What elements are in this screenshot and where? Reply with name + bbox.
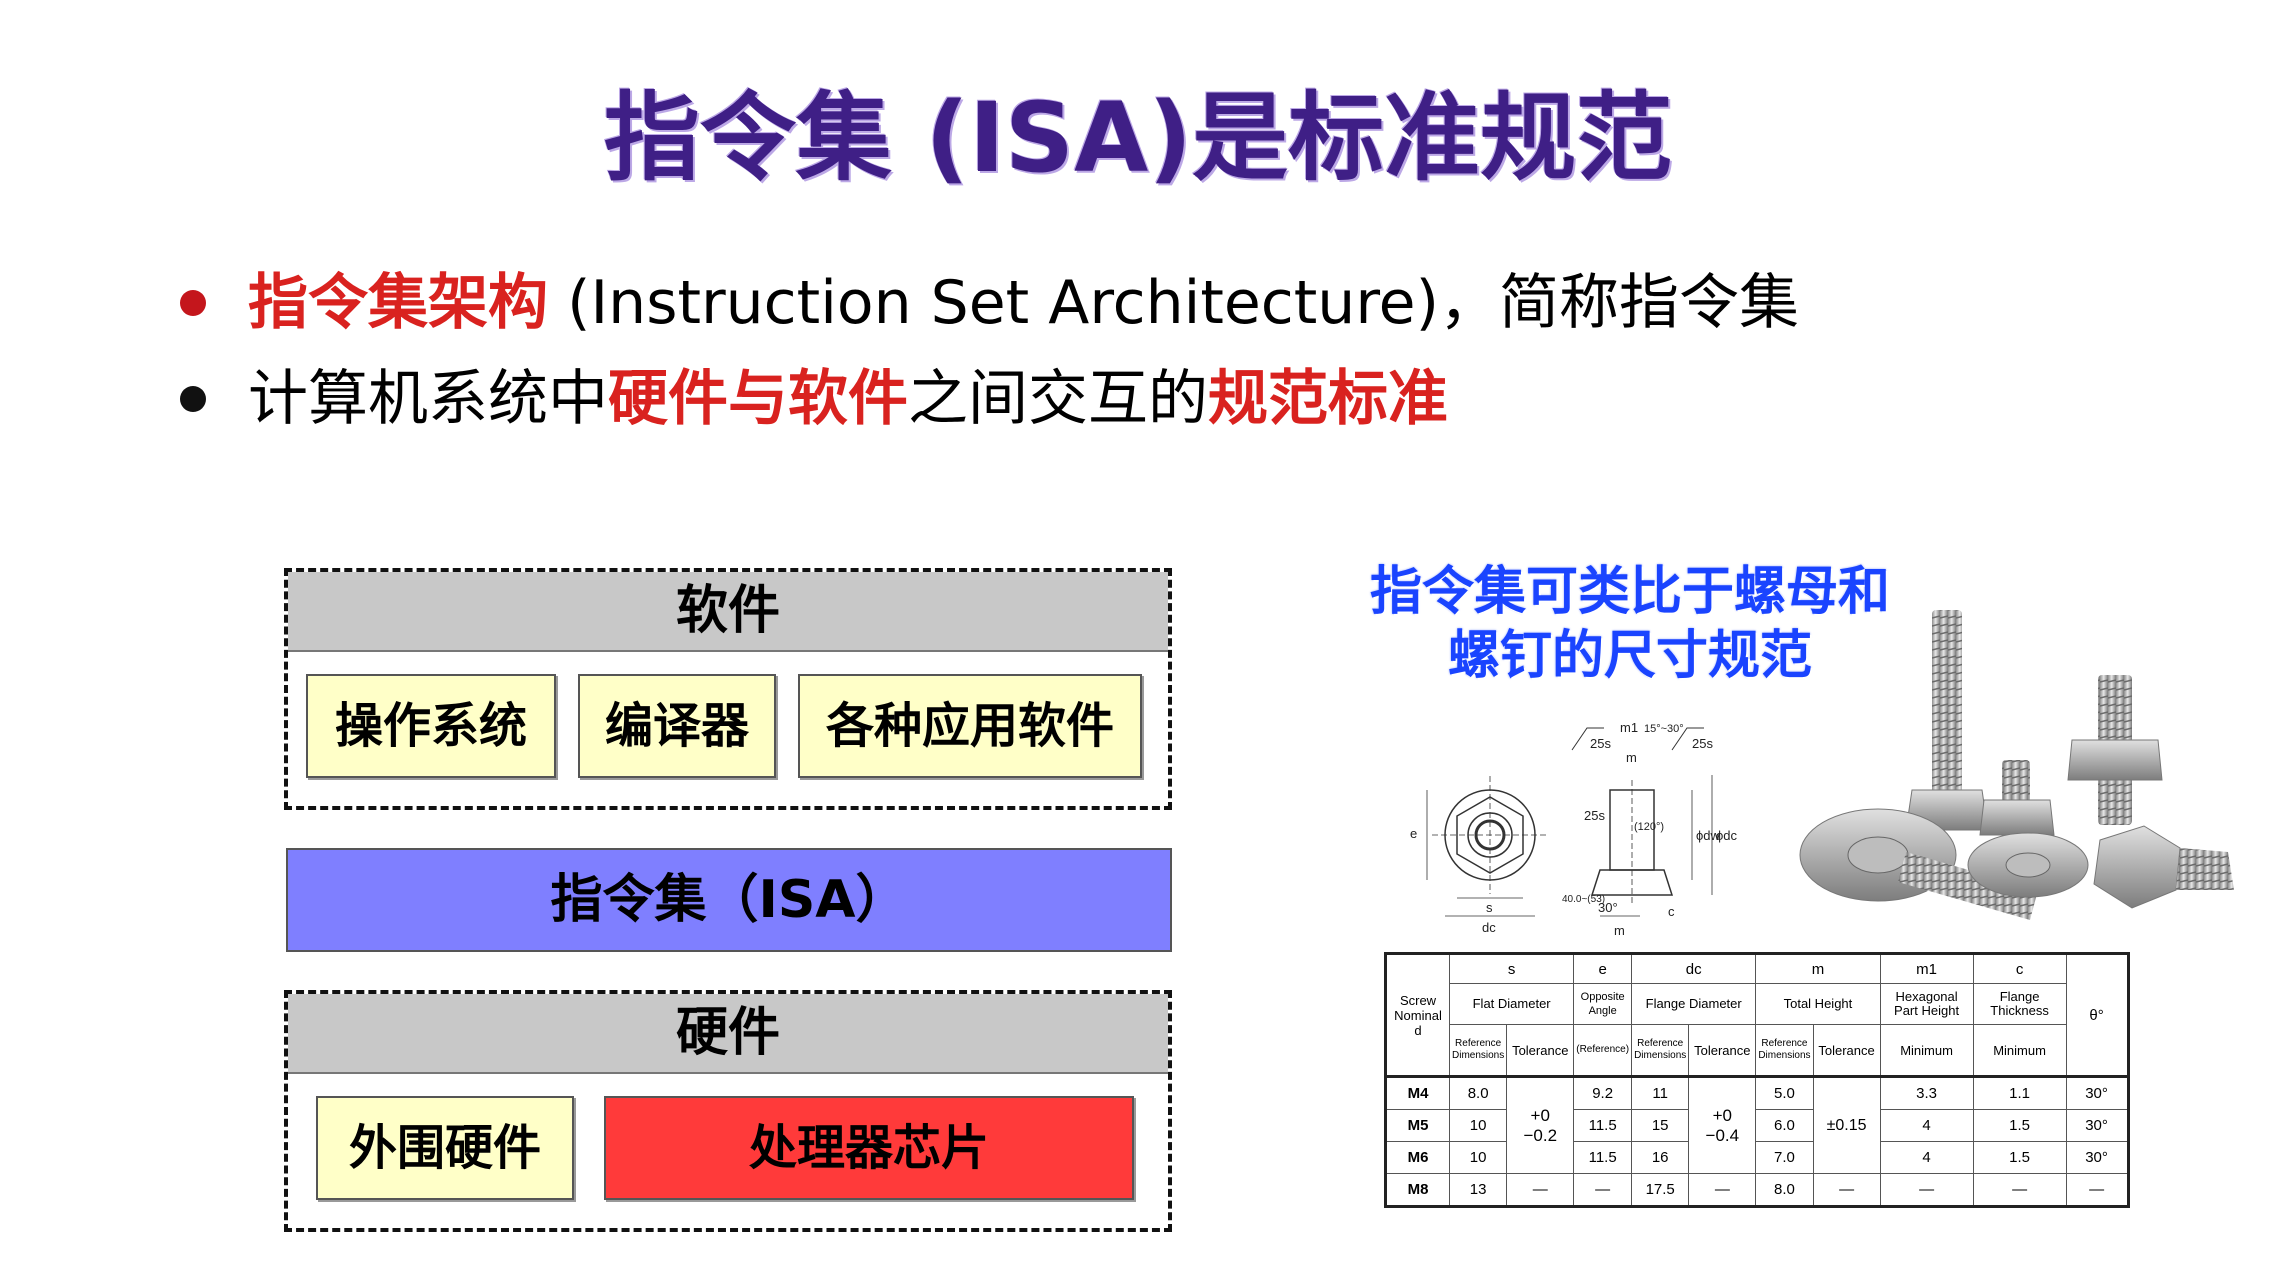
bullet-2-text-a: 计算机系统中 (248, 364, 608, 434)
symbol-c: c (1972, 953, 2067, 984)
analogy-note: 指令集可类比于螺母和 螺钉的尺寸规范 (1340, 560, 1920, 688)
label-chamfer: 40.0~(53) (1562, 894, 1605, 905)
bolt-lying-left (1898, 852, 2038, 920)
label-angle: 15°~30° (1644, 723, 1684, 735)
theta-header: θ° (2065, 953, 2129, 1077)
sub-c-min: Minimum (1972, 1024, 2067, 1077)
sub-s-ref: Reference Dimensions (1448, 1024, 1508, 1077)
desc-total-height: Total Height (1755, 983, 1881, 1025)
desc-hex-part-height: Hexagonal Part Height (1879, 983, 1974, 1025)
washer-center (1967, 832, 2089, 898)
symbol-dc: dc (1631, 953, 1757, 984)
bullet-item-isa-definition: 指令集架构 (Instruction Set Architecture)，简称指… (180, 255, 1799, 351)
applications-box: 各种应用软件 (798, 674, 1142, 778)
peripheral-hardware-box: 外围硬件 (316, 1096, 574, 1200)
desc-opposite-angle: Opposite Angle (1573, 983, 1633, 1025)
desc-flange-thickness: Flange Thickness (1972, 983, 2067, 1025)
black-bullet-icon (180, 386, 206, 412)
bolt-center (1979, 760, 2055, 850)
desc-flat-diameter: Flat Diameter (1448, 983, 1575, 1025)
analogy-note-line-2: 螺钉的尺寸规范 (1447, 626, 1812, 686)
bolt-right (2067, 675, 2163, 825)
slide-title: 指令集 (ISA)是标准规范 (603, 82, 1673, 194)
sub-m-ref: Reference Dimensions (1755, 1024, 1814, 1077)
symbol-e: e (1573, 953, 1633, 984)
sub-m-tol: Tolerance (1812, 1024, 1881, 1077)
bullet-1-text: (Instruction Set Architecture)，简称指令集 (548, 268, 1800, 338)
bullet-2-highlight-a: 硬件与软件 (608, 364, 908, 434)
os-box: 操作系统 (306, 674, 556, 778)
desc-flange-diameter: Flange Diameter (1631, 983, 1757, 1025)
sub-e-ref: (Reference) (1573, 1024, 1633, 1077)
software-layer-title: 软件 (288, 572, 1168, 652)
bullet-item-isa-role: 计算机系统中 硬件与软件 之间交互的 规范标准 (180, 351, 1799, 447)
tol-s-cell: +0−0.2 (1506, 1075, 1575, 1174)
label-m-bottom: m (1614, 923, 1625, 938)
hex-outline (1456, 796, 1524, 874)
tol-m-cell: ±0.15 (1812, 1075, 1881, 1174)
label-dc: dc (1482, 920, 1496, 935)
table-row: M8 13 — — 17.5 — 8.0 — — — — (1385, 1173, 2129, 1207)
isa-layer-diagram: 软件 操作系统 编译器 各种应用软件 指令集（ISA） 硬件 外围硬件 处理器芯… (284, 568, 1172, 1232)
screw-nominal-header: Screw Nominal d (1385, 953, 1450, 1077)
bolt-tall (1905, 610, 1989, 831)
compiler-box: 编译器 (578, 674, 776, 778)
sub-s-tol: Tolerance (1506, 1024, 1575, 1077)
table-row: M6 10 11.5 16 7.0 4 1.5 30° (1385, 1141, 2129, 1174)
label-m1: m1 (1620, 720, 1638, 735)
table-row: M4 8.0 +0−0.2 9.2 11 +0−0.4 5.0 ±0.15 3.… (1385, 1075, 2129, 1174)
nut-spec-table: Screw Nominal d s e dc m m1 c θ° Flat Di… (1384, 952, 2130, 1208)
tol-dc-cell: +0−0.4 (1688, 1075, 1757, 1174)
red-bullet-icon (180, 290, 206, 316)
sub-dc-ref: Reference Dimensions (1631, 1024, 1690, 1077)
label-dc-side: ϕdc (1716, 828, 1738, 843)
label-e: e (1410, 826, 1417, 841)
hardware-layer: 硬件 外围硬件 处理器芯片 (284, 990, 1172, 1232)
symbol-m1: m1 (1879, 953, 1974, 984)
label-m-top: m (1626, 750, 1637, 765)
analogy-note-line-1: 指令集可类比于螺母和 (1369, 562, 1890, 622)
label-25s-a: 25s (1590, 736, 1611, 751)
isa-layer: 指令集（ISA） (286, 848, 1172, 952)
hex-nut-right (2093, 825, 2234, 909)
processor-chip-box: 处理器芯片 (604, 1096, 1134, 1200)
label-dw: ϕdw (1696, 828, 1721, 843)
software-layer: 软件 操作系统 编译器 各种应用软件 (284, 568, 1172, 810)
bullet-2-highlight-b: 规范标准 (1208, 364, 1448, 434)
hardware-layer-title: 硬件 (288, 994, 1168, 1074)
symbol-m: m (1755, 953, 1881, 984)
label-25s-c: 25s (1584, 808, 1605, 823)
label-angle-120: (120°) (1634, 821, 1664, 833)
bullet-2-text-b: 之间交互的 (908, 364, 1208, 434)
symbol-s: s (1448, 953, 1575, 984)
bolts-and-nuts-photo (1799, 610, 2234, 920)
label-c: c (1668, 904, 1675, 919)
bullet-list: 指令集架构 (Instruction Set Architecture)，简称指… (180, 255, 1799, 447)
sub-dc-tol: Tolerance (1688, 1024, 1757, 1077)
label-25s-b: 25s (1692, 736, 1713, 751)
label-s: s (1486, 900, 1493, 915)
table-row: M5 10 11.5 15 6.0 4 1.5 30° (1385, 1109, 2129, 1142)
label-angle-30: 30° (1598, 900, 1618, 915)
bullet-1-term: 指令集架构 (248, 268, 548, 338)
flange-nut-drawing: e s dc 25s 25s 25s m1 15°~30° m m c (120… (1410, 720, 1738, 938)
sub-m1-min: Minimum (1879, 1024, 1974, 1077)
